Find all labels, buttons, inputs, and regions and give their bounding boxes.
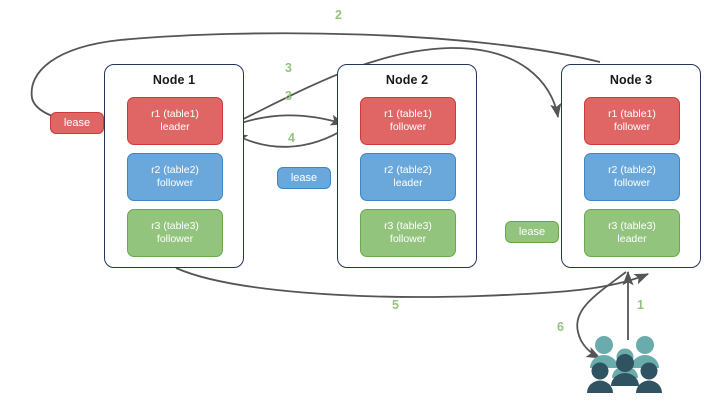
node-1-replica-r3[interactable]: r3 (table3) follower bbox=[127, 209, 223, 257]
replica-role: follower bbox=[389, 233, 427, 245]
replica-role: follower bbox=[389, 121, 427, 133]
replica-name: r3 (table3) bbox=[608, 220, 656, 232]
edge-step-3-to-node3 bbox=[228, 47, 562, 127]
node-3-replica-r3[interactable]: r3 (table3) leader bbox=[584, 209, 680, 257]
replica-name: r3 (table3) bbox=[384, 220, 432, 232]
step-label-5: 5 bbox=[392, 298, 399, 312]
lease-badge-table2[interactable]: lease bbox=[277, 167, 331, 189]
step-label-6: 6 bbox=[557, 320, 564, 334]
replica-role: follower bbox=[156, 177, 194, 189]
replica-name: r1 (table1) bbox=[151, 108, 199, 120]
node-1-replica-r1[interactable]: r1 (table1) leader bbox=[127, 97, 223, 145]
edge-step-5 bbox=[175, 267, 649, 298]
replica-role: leader bbox=[160, 121, 190, 133]
node-1-title: Node 1 bbox=[152, 73, 196, 87]
replica-name: r1 (table1) bbox=[384, 108, 432, 120]
node-1-container[interactable]: Node 1 r1 (table1) leader r2 (table2) fo… bbox=[104, 64, 244, 268]
node-3-title: Node 3 bbox=[609, 73, 653, 87]
replica-role: follower bbox=[613, 121, 651, 133]
replica-role: leader bbox=[393, 177, 423, 189]
edge-step-2 bbox=[30, 32, 601, 129]
step-label-3-lower: 3 bbox=[285, 89, 292, 103]
replica-role: leader bbox=[617, 233, 647, 245]
replica-name: r2 (table2) bbox=[151, 164, 199, 176]
replica-name: r3 (table3) bbox=[151, 220, 199, 232]
lease-badge-table3[interactable]: lease bbox=[505, 221, 559, 243]
replica-name: r2 (table2) bbox=[384, 164, 432, 176]
step-label-2: 2 bbox=[335, 8, 342, 22]
replica-name: r1 (table1) bbox=[608, 108, 656, 120]
lease-badge-table1[interactable]: lease bbox=[50, 112, 104, 134]
node-2-replica-r3[interactable]: r3 (table3) follower bbox=[360, 209, 456, 257]
node-2-container[interactable]: Node 2 r1 (table1) follower r2 (table2) … bbox=[337, 64, 477, 268]
step-label-3-upper: 3 bbox=[285, 61, 292, 75]
node-2-replica-r1[interactable]: r1 (table1) follower bbox=[360, 97, 456, 145]
node-2-title: Node 2 bbox=[385, 73, 429, 87]
node-3-container[interactable]: Node 3 r1 (table1) follower r2 (table2) … bbox=[561, 64, 701, 268]
replica-role: follower bbox=[156, 233, 194, 245]
node-3-replica-r1[interactable]: r1 (table1) follower bbox=[584, 97, 680, 145]
node-2-replica-r2[interactable]: r2 (table2) leader bbox=[360, 153, 456, 201]
edge-step-6 bbox=[576, 271, 627, 359]
step-label-1: 1 bbox=[637, 298, 644, 312]
replica-role: follower bbox=[613, 177, 651, 189]
edge-step-4 bbox=[233, 127, 347, 148]
step-label-4: 4 bbox=[288, 131, 295, 145]
node-3-replica-r2[interactable]: r2 (table2) follower bbox=[584, 153, 680, 201]
replica-name: r2 (table2) bbox=[608, 164, 656, 176]
node-1-replica-r2[interactable]: r2 (table2) follower bbox=[127, 153, 223, 201]
